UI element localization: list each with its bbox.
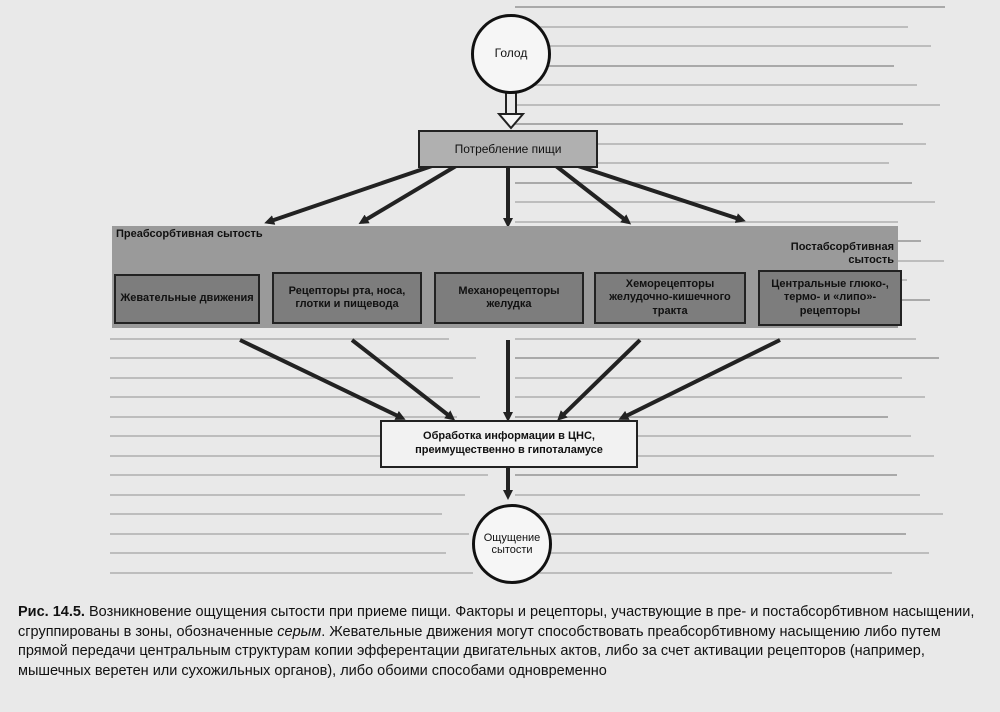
arrow-intake-chewing [264,164,433,225]
receptor-central: Центральные глюко-, термо- и «липо»- рец… [758,270,902,326]
arrow-intake-chemo [554,164,632,225]
bleed-line [515,435,911,437]
cns-processing-box: Обработка информации в ЦНС, преимуществе… [380,420,638,468]
bleed-line [110,357,476,359]
hunger-label: Голод [494,46,528,61]
arrow-central-cns [618,338,781,420]
bleed-line [110,396,480,398]
bleed-line [515,45,931,47]
bleed-line [110,552,446,554]
food-intake-label: Потребление пищи [454,142,562,156]
food-intake-box: Потребление пищи [418,130,598,168]
bleed-line [110,532,469,535]
receptor-gastric-mechano: Механорецепторы желудка [434,272,584,324]
bleed-line [515,64,894,67]
bleed-line [515,25,908,28]
bleed-line [515,337,916,340]
satiety-label: Ощущение сытости [483,531,541,556]
bleed-line [110,513,442,515]
bleed-line [515,357,939,359]
postabsorptive-zone-label: Постабсорбтивная сытость [790,241,894,266]
flow-arrows [239,88,781,500]
bleed-line [110,435,484,437]
bleed-line [515,162,889,164]
bleed-line [515,181,912,184]
bleed-line [110,474,488,476]
hunger-circle: Голод [471,14,551,94]
receptor-oral: Рецепторы рта, носа, глотки и пищевода [272,272,422,324]
receptor-chewing: Жевательные движения [114,274,260,324]
bleed-line [515,84,917,86]
bleed-line [515,142,926,145]
bleed-line [515,474,897,476]
bleed-line [110,337,449,340]
arrow-intake-central [577,164,746,223]
bleed-line [515,454,934,457]
bleed-line [515,220,898,223]
caption-figure-number: Рис. 14.5. [18,604,85,620]
bleed-line [110,376,453,379]
hunger-to-intake-arrow [496,88,526,130]
figure-caption: Рис. 14.5. Возникновение ощущения сытост… [18,603,982,681]
caption-text-2: . Жевательные движения могут способствов… [18,623,941,679]
arrow-chemo-cns [557,338,642,421]
bleed-line [110,571,473,574]
bleed-line [515,493,920,496]
bleed-line [515,552,929,554]
bleed-line [515,201,935,203]
bleed-line [515,571,892,574]
receptor-gi-chemo: Хеморецепторы желудочно-кишечного тракта [594,272,746,324]
bleed-line [515,513,943,515]
bleed-line [515,6,945,8]
bleed-line [515,123,903,125]
caption-text-1: Возникновение ощущения сытости при прием… [18,604,975,640]
preabsorptive-zone-label: Преабсорбтивная сытость [116,228,263,240]
arrow-intake-oral [358,164,458,225]
bleed-line [110,454,461,457]
bleed-line [110,415,457,418]
bleed-line [515,532,906,535]
bleed-line [515,396,925,398]
arrow-chewing-cns [239,338,406,420]
arrow-oral-cns [350,338,456,421]
caption-emphasis: серым [277,623,322,640]
bleed-line [515,415,888,418]
bleed-line [110,493,465,496]
preabsorptive-zone [112,226,898,248]
satiety-circle: Ощущение сытости [472,504,552,584]
bleed-line [515,103,940,106]
